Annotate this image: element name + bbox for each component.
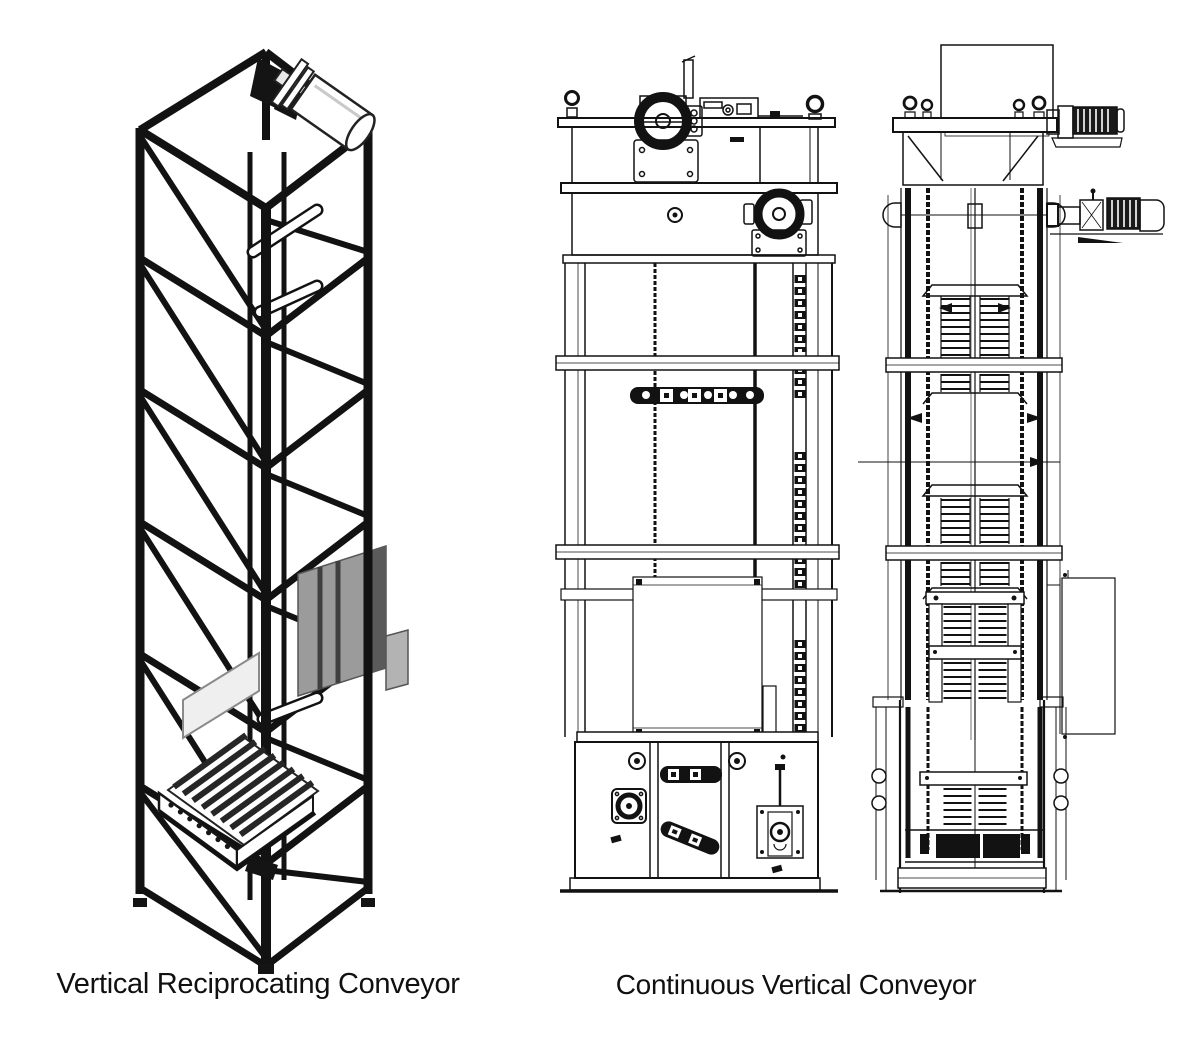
upper-panel bbox=[571, 192, 819, 256]
takeup-bearing bbox=[1053, 795, 1069, 811]
slatted-tray bbox=[925, 591, 1025, 703]
carriage-rollers bbox=[172, 732, 315, 838]
vrc-isometric-drawing bbox=[133, 48, 409, 974]
base-cabinet bbox=[560, 731, 838, 893]
cvc-front-view bbox=[555, 55, 840, 893]
head-flange-plate bbox=[892, 117, 1058, 133]
slatted-tray bbox=[922, 374, 1028, 405]
takeup-bearing bbox=[871, 795, 887, 811]
head-shaft-assembly bbox=[699, 97, 803, 119]
side-strip-panel bbox=[762, 685, 777, 735]
head-drive-motor bbox=[633, 92, 703, 183]
target-mark bbox=[728, 752, 746, 770]
bearing-flange bbox=[611, 788, 647, 824]
caption-vertical-reciprocating-conveyor: Vertical Reciprocating Conveyor bbox=[56, 968, 460, 1000]
vrc-roller-deck-carriage bbox=[157, 651, 320, 880]
slatted-tray bbox=[921, 484, 1029, 544]
secondary-drive-motor bbox=[743, 188, 813, 257]
access-door-panel bbox=[632, 576, 763, 736]
target-mark bbox=[628, 752, 646, 770]
top-vent-pipe bbox=[681, 55, 696, 99]
vrc-feet bbox=[133, 898, 375, 974]
flow-arrows bbox=[858, 413, 1060, 467]
tray-flight-chain bbox=[630, 387, 764, 404]
vrc-guard-panel bbox=[297, 544, 409, 698]
chain-takeup-tensioner bbox=[756, 764, 804, 874]
takeup-bearing bbox=[871, 768, 887, 784]
head-joint-band bbox=[560, 182, 838, 194]
caption-continuous-vertical-conveyor: Continuous Vertical Conveyor bbox=[615, 969, 977, 1000]
head-drive-motor bbox=[1046, 105, 1125, 148]
boot-chain-strips bbox=[660, 766, 722, 855]
side-access-panel bbox=[1047, 570, 1116, 739]
slatted-tray bbox=[921, 284, 1029, 358]
channel-holes bbox=[168, 802, 230, 850]
secondary-drive-motor bbox=[1046, 188, 1165, 243]
cvc-side-view bbox=[858, 44, 1165, 893]
inspection-port bbox=[667, 207, 683, 223]
dash-mark bbox=[730, 137, 744, 142]
takeup-bearing bbox=[1053, 768, 1069, 784]
lifting-lug-icon bbox=[902, 95, 1047, 119]
boot-section bbox=[871, 696, 1069, 893]
head-box bbox=[902, 131, 1044, 186]
vrc-drive-motor bbox=[250, 57, 376, 152]
